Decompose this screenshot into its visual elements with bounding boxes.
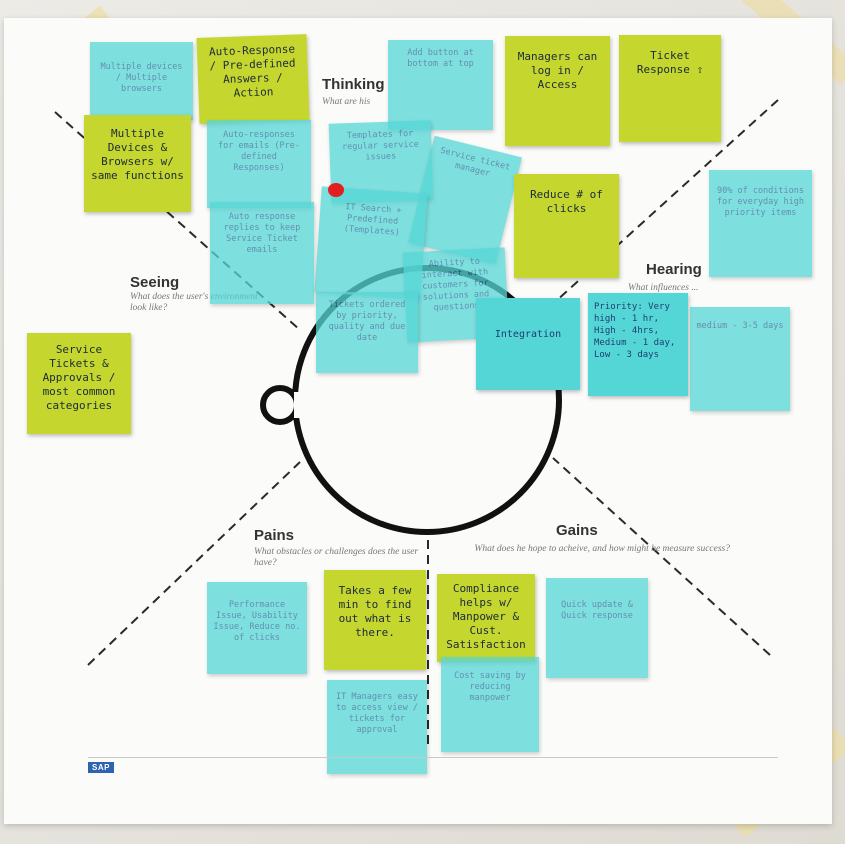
sticky-note[interactable]: Multiple devices / Multiple browsers <box>90 42 193 120</box>
sticky-note[interactable]: Managers can log in / Access <box>505 36 610 146</box>
ear-outline <box>260 385 300 425</box>
sticky-note[interactable]: Reduce # of clicks <box>514 174 619 278</box>
sticky-note[interactable]: Service Tickets & Approvals / most commo… <box>27 333 131 434</box>
sticky-note[interactable]: medium - 3-5 days <box>690 307 790 411</box>
quadrant-title-seeing: Seeing <box>130 274 180 291</box>
sticky-note[interactable]: Ticket Response ⇧ <box>619 35 721 142</box>
sticky-note[interactable]: 90% of conditions for everyday high prio… <box>709 170 812 277</box>
sticky-note[interactable]: IT Managers easy to access view / ticket… <box>327 680 427 774</box>
sticky-note[interactable]: Tickets ordered by priority, quality and… <box>316 292 418 373</box>
quadrant-subtitle-gains: What does he hope to acheive, and how mi… <box>474 544 730 554</box>
sticky-note[interactable]: Auto response replies to keep Service Ti… <box>210 202 314 304</box>
sticky-note[interactable]: Auto-responses for emails (Pre-defined R… <box>207 120 311 208</box>
quadrant-subtitle-seeing: What does the user's environment look li… <box>130 292 258 313</box>
quadrant-title-gains: Gains <box>556 522 598 539</box>
quadrant-title-hearing: Hearing <box>646 261 702 278</box>
quadrant-subtitle-pains: What obstacles or challenges does the us… <box>254 547 419 568</box>
sticky-note[interactable]: Performance Issue, Usability Issue, Redu… <box>207 582 307 674</box>
quadrant-title-pains: Pains <box>254 527 295 544</box>
red-dot-sticker <box>328 183 344 197</box>
sticky-note[interactable]: Compliance helps w/ Manpower & Cust. Sat… <box>437 574 535 662</box>
sticky-note[interactable]: Integration <box>476 298 580 390</box>
sticky-note[interactable]: Auto-Response / Pre-defined Answers / Ac… <box>196 34 310 124</box>
quadrant-subtitle-thinking: What are his <box>322 97 371 107</box>
sticky-note[interactable]: Multiple Devices & Browsers w/ same func… <box>84 115 191 212</box>
sticky-note[interactable]: Priority: Very high - 1 hr, High - 4hrs,… <box>588 293 688 396</box>
sticky-note[interactable]: Cost saving by reducing manpower <box>441 657 539 752</box>
quadrant-title-thinking: Thinking <box>322 76 385 93</box>
sap-logo: SAP <box>88 762 114 773</box>
footer-rule <box>88 757 778 758</box>
sticky-note[interactable]: Takes a few min to find out what is ther… <box>324 570 426 670</box>
sticky-note[interactable]: Quick update & Quick response <box>546 578 648 678</box>
sticky-note[interactable]: Add button at bottom at top <box>388 40 493 130</box>
